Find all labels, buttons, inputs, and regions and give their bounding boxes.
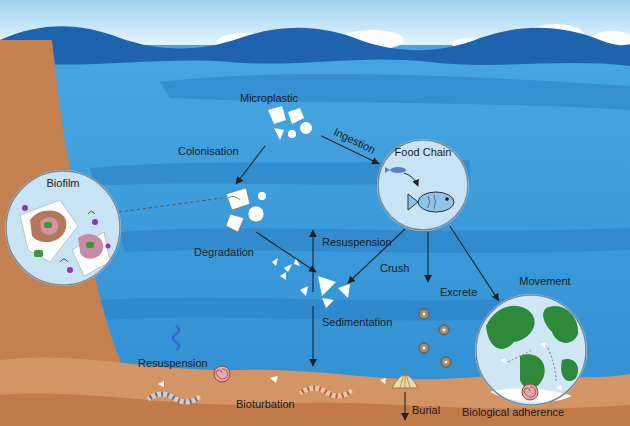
globe-ground	[475, 294, 587, 406]
circle-outline	[475, 294, 587, 406]
colonised-pieces	[226, 188, 266, 232]
biofilm-content	[20, 200, 111, 276]
process-label: Biological adherence	[462, 406, 564, 419]
label-node: Microplastic	[238, 90, 318, 140]
food-chain-ground	[377, 139, 469, 231]
faecal-pellets	[419, 309, 451, 367]
snail	[522, 384, 538, 400]
node-text: Microplastic	[238, 90, 318, 105]
process-label: Resuspension	[138, 357, 208, 370]
process-label: Sedimentation	[322, 316, 392, 329]
worm-stripes	[150, 394, 198, 402]
fragments	[272, 258, 350, 308]
microplastic-pieces	[268, 106, 312, 140]
circle-border	[476, 295, 586, 405]
scallop-shell	[392, 370, 418, 388]
worm-stripes	[302, 388, 350, 396]
food-chain-content	[385, 167, 454, 212]
circle-node: Food Chain	[377, 139, 469, 231]
buried-particles	[158, 376, 386, 387]
worm	[150, 394, 198, 402]
continents	[486, 306, 578, 402]
process-label: Colonisation	[178, 145, 239, 158]
process-label: Resuspension	[322, 236, 392, 249]
process-label: Burial	[412, 404, 440, 417]
process-label: Excrete	[440, 286, 477, 299]
zoom-line	[119, 198, 222, 212]
biofilm-ground	[5, 170, 121, 286]
process-label: Bioturbation	[236, 398, 295, 411]
pellet-particles	[423, 313, 448, 364]
circle-node: Biofilm	[5, 170, 121, 286]
circle-border	[378, 140, 468, 230]
process-label: Degradation	[194, 246, 254, 259]
node-text: Movement	[489, 275, 601, 288]
process-label: Crush	[380, 262, 409, 275]
water-bands	[90, 74, 630, 320]
snail	[214, 366, 230, 382]
node-text: Biofilm	[5, 177, 121, 190]
node-text: Food Chain	[377, 146, 469, 159]
worm	[302, 388, 350, 396]
circle-node: Movement	[475, 294, 587, 406]
circle-border	[6, 171, 120, 285]
wave	[0, 26, 630, 66]
resuspended-worm	[173, 326, 179, 350]
